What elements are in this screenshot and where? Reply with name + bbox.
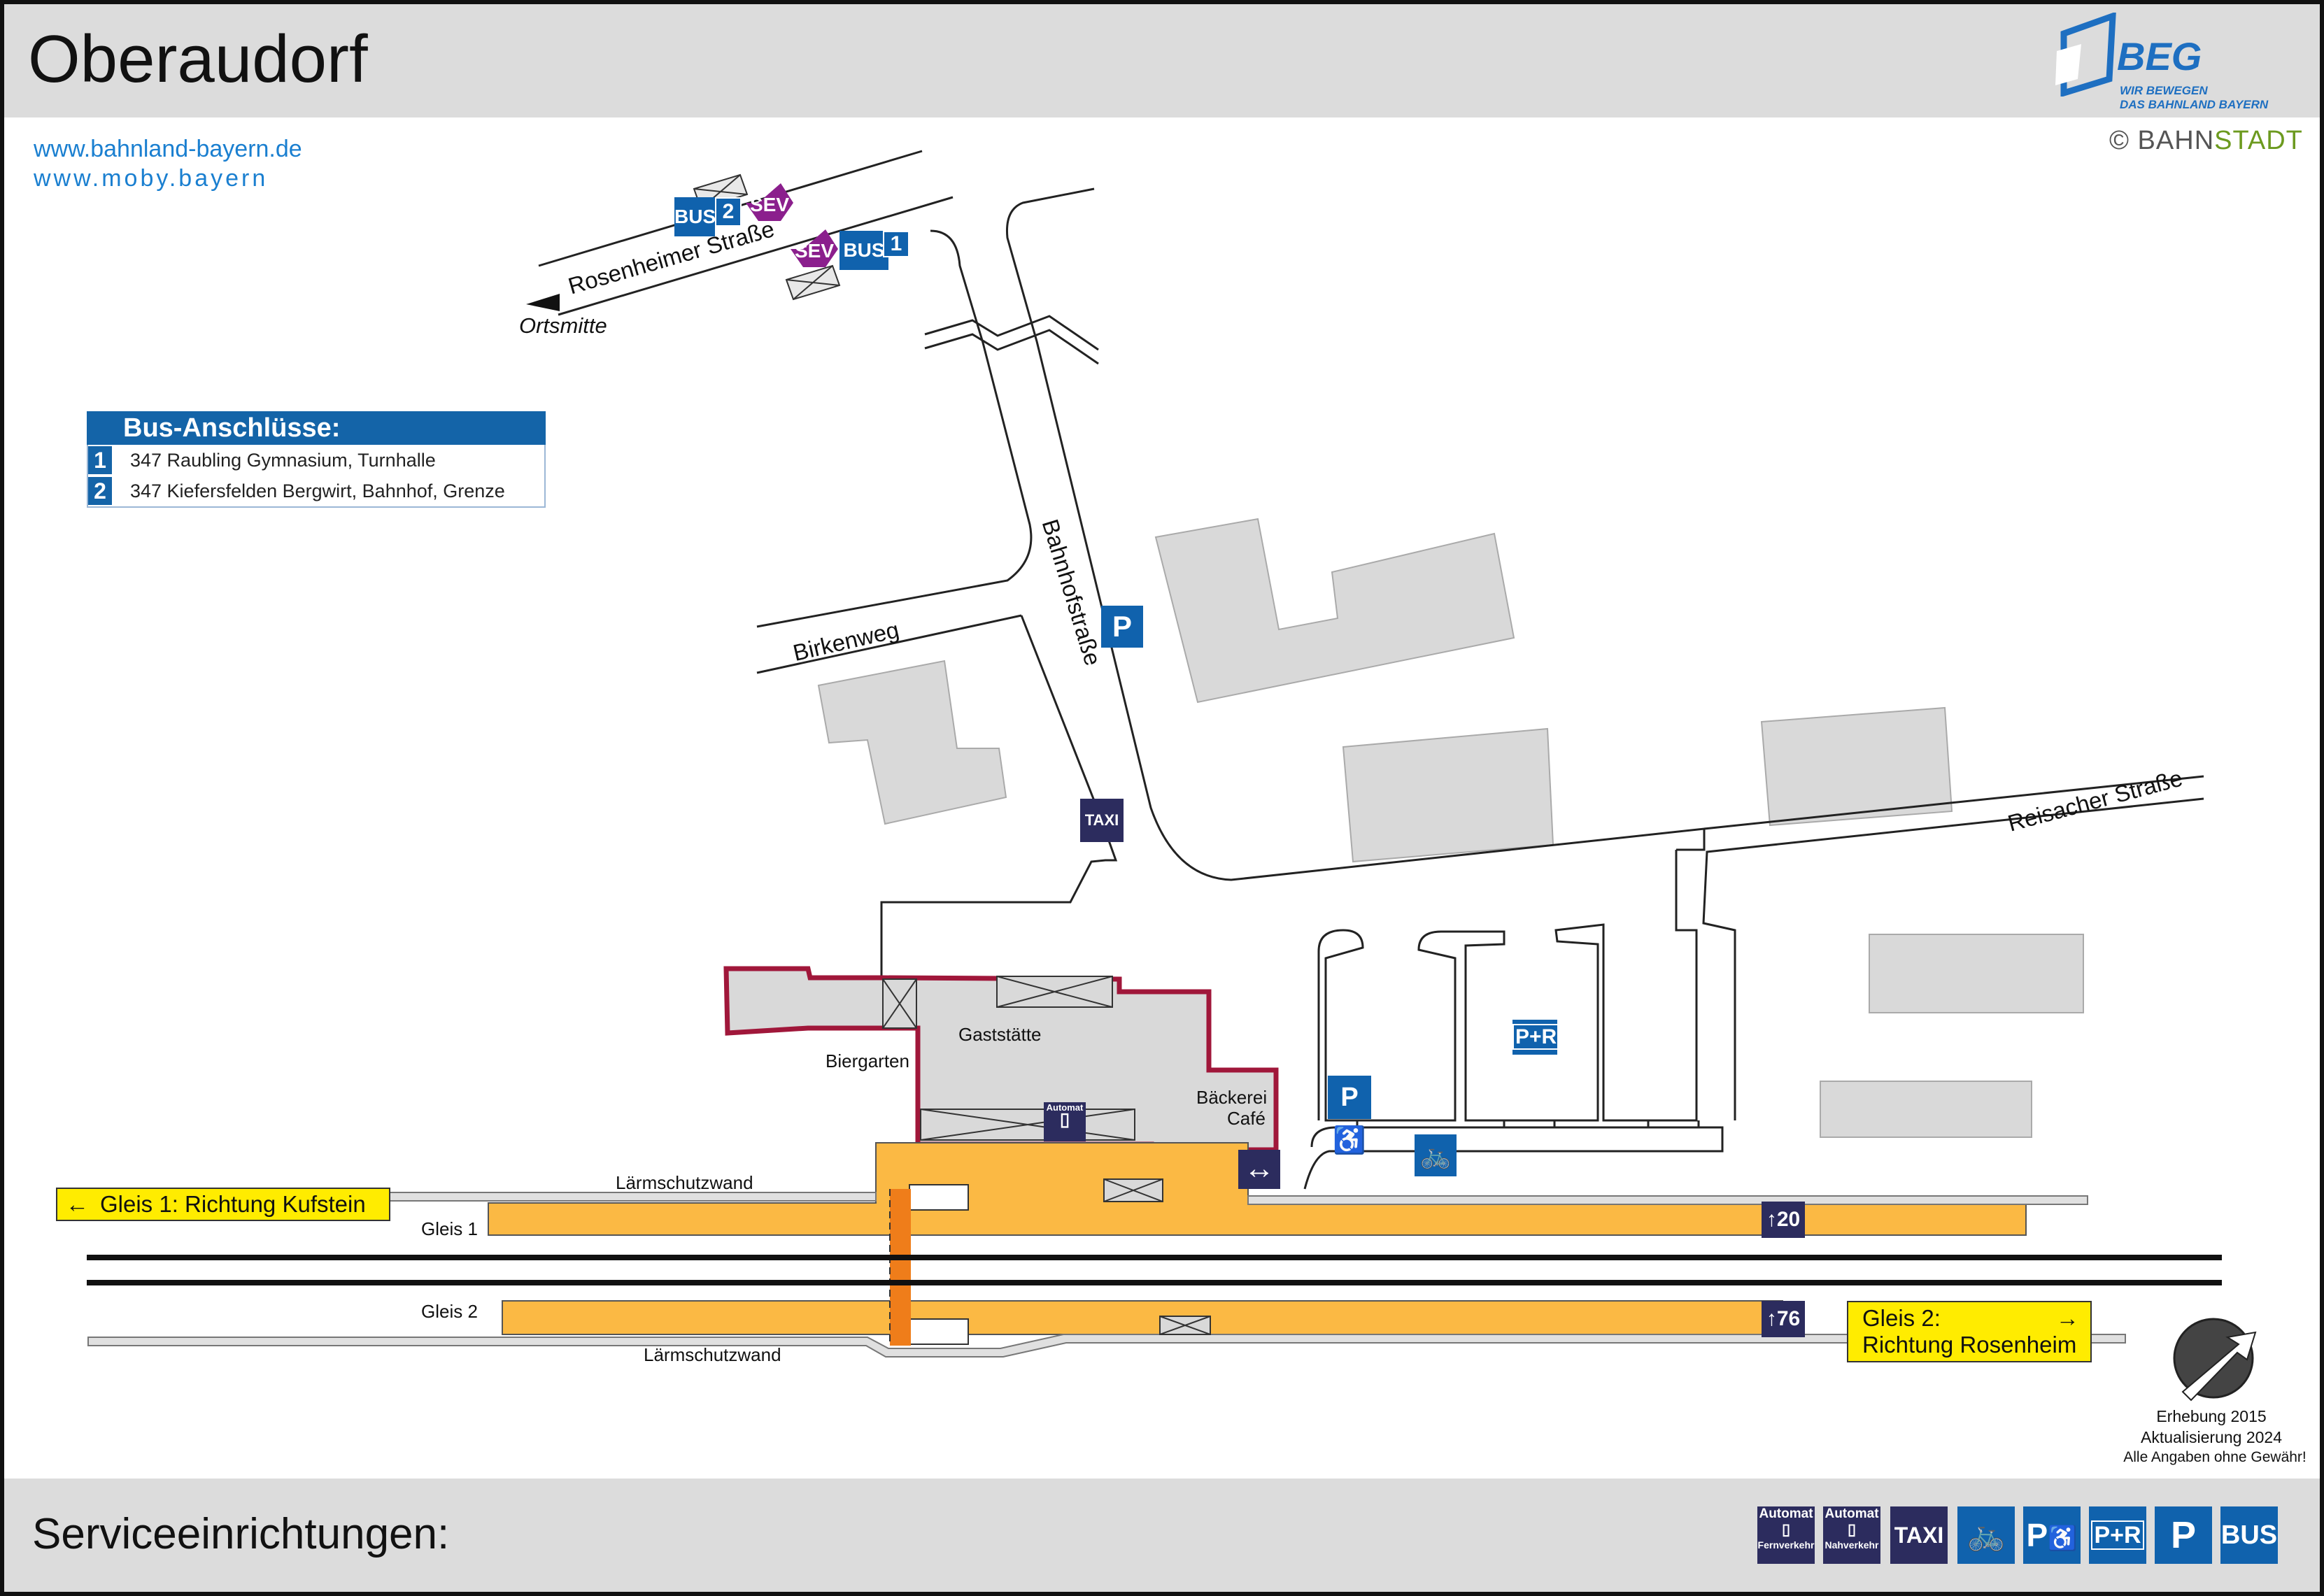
platform-gleis-2 [502,1300,1783,1335]
noise-barrier-bottom [87,1334,2126,1358]
bus-legend: Bus-Anschlüsse: 1 347 Raubling Gymnasium… [87,411,546,508]
park-ride-icon: P+R [1512,1020,1560,1055]
parking-icon: P [1101,606,1143,648]
noise-barrier-top-right [1247,1195,2088,1205]
building [1342,727,1554,863]
page-title: Oberaudorf [28,22,368,97]
bridge-marks [924,315,1099,365]
ticket-machine-icon: Automat▯ [1044,1102,1086,1141]
label-biergarten: Biergarten [826,1050,909,1071]
footer-ticket-nahverkehr-icon: Automat▯Nahverkehr [1823,1506,1880,1564]
link-moby[interactable]: www.moby.bayern [34,165,269,192]
bus-icon: BUS [839,231,888,270]
sev-hexagon-icon [746,183,793,221]
bus-legend-heading: Bus-Anschlüsse: [87,411,546,445]
bus-legend-row: 1 347 Raubling Gymnasium, Turnhalle [88,445,544,476]
north-arrow-icon [2173,1318,2257,1402]
parking-lot [1317,850,1698,1122]
bus-stop-number: 2 [715,197,742,227]
bus-legend-text: 347 Raubling Gymnasium, Turnhalle [130,450,436,471]
building [1760,706,1953,827]
sev-label: SEV [795,240,834,262]
footer-bus-icon: BUS [2220,1506,2278,1564]
sev-hexagon-icon [791,229,838,267]
pedestrian-underpass [890,1189,911,1346]
links-block: www.bahnland-bayern.de www.moby.bayern [34,134,302,193]
label-gleis-1: Gleis 1 [421,1218,478,1239]
building [1869,934,2084,1013]
buildings [817,518,2084,1138]
direction-kufstein: ←Gleis 1: Richtung Kufstein [56,1188,390,1221]
taxi-icon: TAXI [1080,799,1124,842]
station-building [723,966,1279,1153]
label-cafe: Café [1227,1108,1266,1129]
info-erhebung: Erhebung 2015 [2156,1407,2267,1425]
bus-icon: BUS [674,197,716,236]
beg-brand-name: BEG [2117,34,2202,78]
road-edge [756,614,1022,674]
track-2 [87,1280,2222,1285]
bus-legend-number: 2 [88,477,112,505]
footer-taxi-icon: TAXI [1890,1506,1948,1564]
platform-height-marker: ↑76 [1762,1301,1805,1337]
sev-label: SEV [750,194,789,215]
building [1820,1081,2032,1138]
label-laermschutzwand: Lärmschutzwand [616,1172,753,1193]
footer-parking-icon: P [2155,1506,2212,1564]
bike-icon: 🚲 [1415,1134,1457,1176]
wheelchair-parking-icon: P♿ [1328,1076,1371,1155]
bus-legend-text: 347 Kiefersfelden Bergwirt, Bahnhof, Gre… [130,480,505,501]
link-bahnland[interactable]: www.bahnland-bayern.de [34,136,302,162]
bus-legend-row: 2 347 Kiefersfelden Bergwirt, Bahnhof, G… [88,476,544,506]
building [817,660,1007,825]
road-edge [1703,775,2204,830]
ortsmitte-arrow-icon [526,294,560,311]
footer-ticket-fernverkehr-icon: Automat▯Fernverkehr [1757,1506,1815,1564]
label-baeckerei: Bäckerei [1196,1087,1268,1108]
road-edge [1005,187,1706,881]
track-1 [87,1255,2222,1260]
road-edge [1702,797,2204,1120]
parking-road [1303,1126,1724,1190]
beg-logo-icon [2055,13,2116,97]
footer-wheelchair-parking-icon: P♿ [2023,1506,2081,1564]
road-edge [558,196,954,316]
footer-bike-icon: 🚲 [1957,1506,2015,1564]
bus-legend-number: 1 [88,446,112,474]
service-heading: Serviceeinrichtungen: [32,1510,450,1558]
direction-rosenheim: Gleis 2:→ Richtung Rosenheim [1847,1301,2092,1362]
passage-arrow-icon: ↔ [1238,1150,1280,1189]
label-gaststaette: Gaststätte [958,1024,1042,1045]
copyright-bahnstadt: © BAHNSTADT [2109,126,2303,155]
info-disclaimer: Alle Angaben ohne Gewähr! [2123,1449,2307,1465]
platform-height-marker: ↑20 [1762,1202,1805,1238]
label-gleis-2: Gleis 2 [421,1301,478,1322]
bus-stop-number: 1 [883,231,909,257]
footer-park-ride-icon: P+R [2089,1506,2146,1564]
info-aktualisierung: Aktualisierung 2024 [2140,1428,2283,1446]
platforms [87,1142,2126,1358]
road-edge [756,229,1033,628]
beg-slogan: WIR BEWEGEN DAS BAHNLAND BAYERN [2120,84,2269,111]
roads [538,150,2204,1190]
header-bar [4,4,2320,117]
building [1154,518,1515,704]
label-laermschutzwand: Lärmschutzwand [644,1344,781,1365]
ortsmitte-label: Ortsmitte [519,313,607,338]
